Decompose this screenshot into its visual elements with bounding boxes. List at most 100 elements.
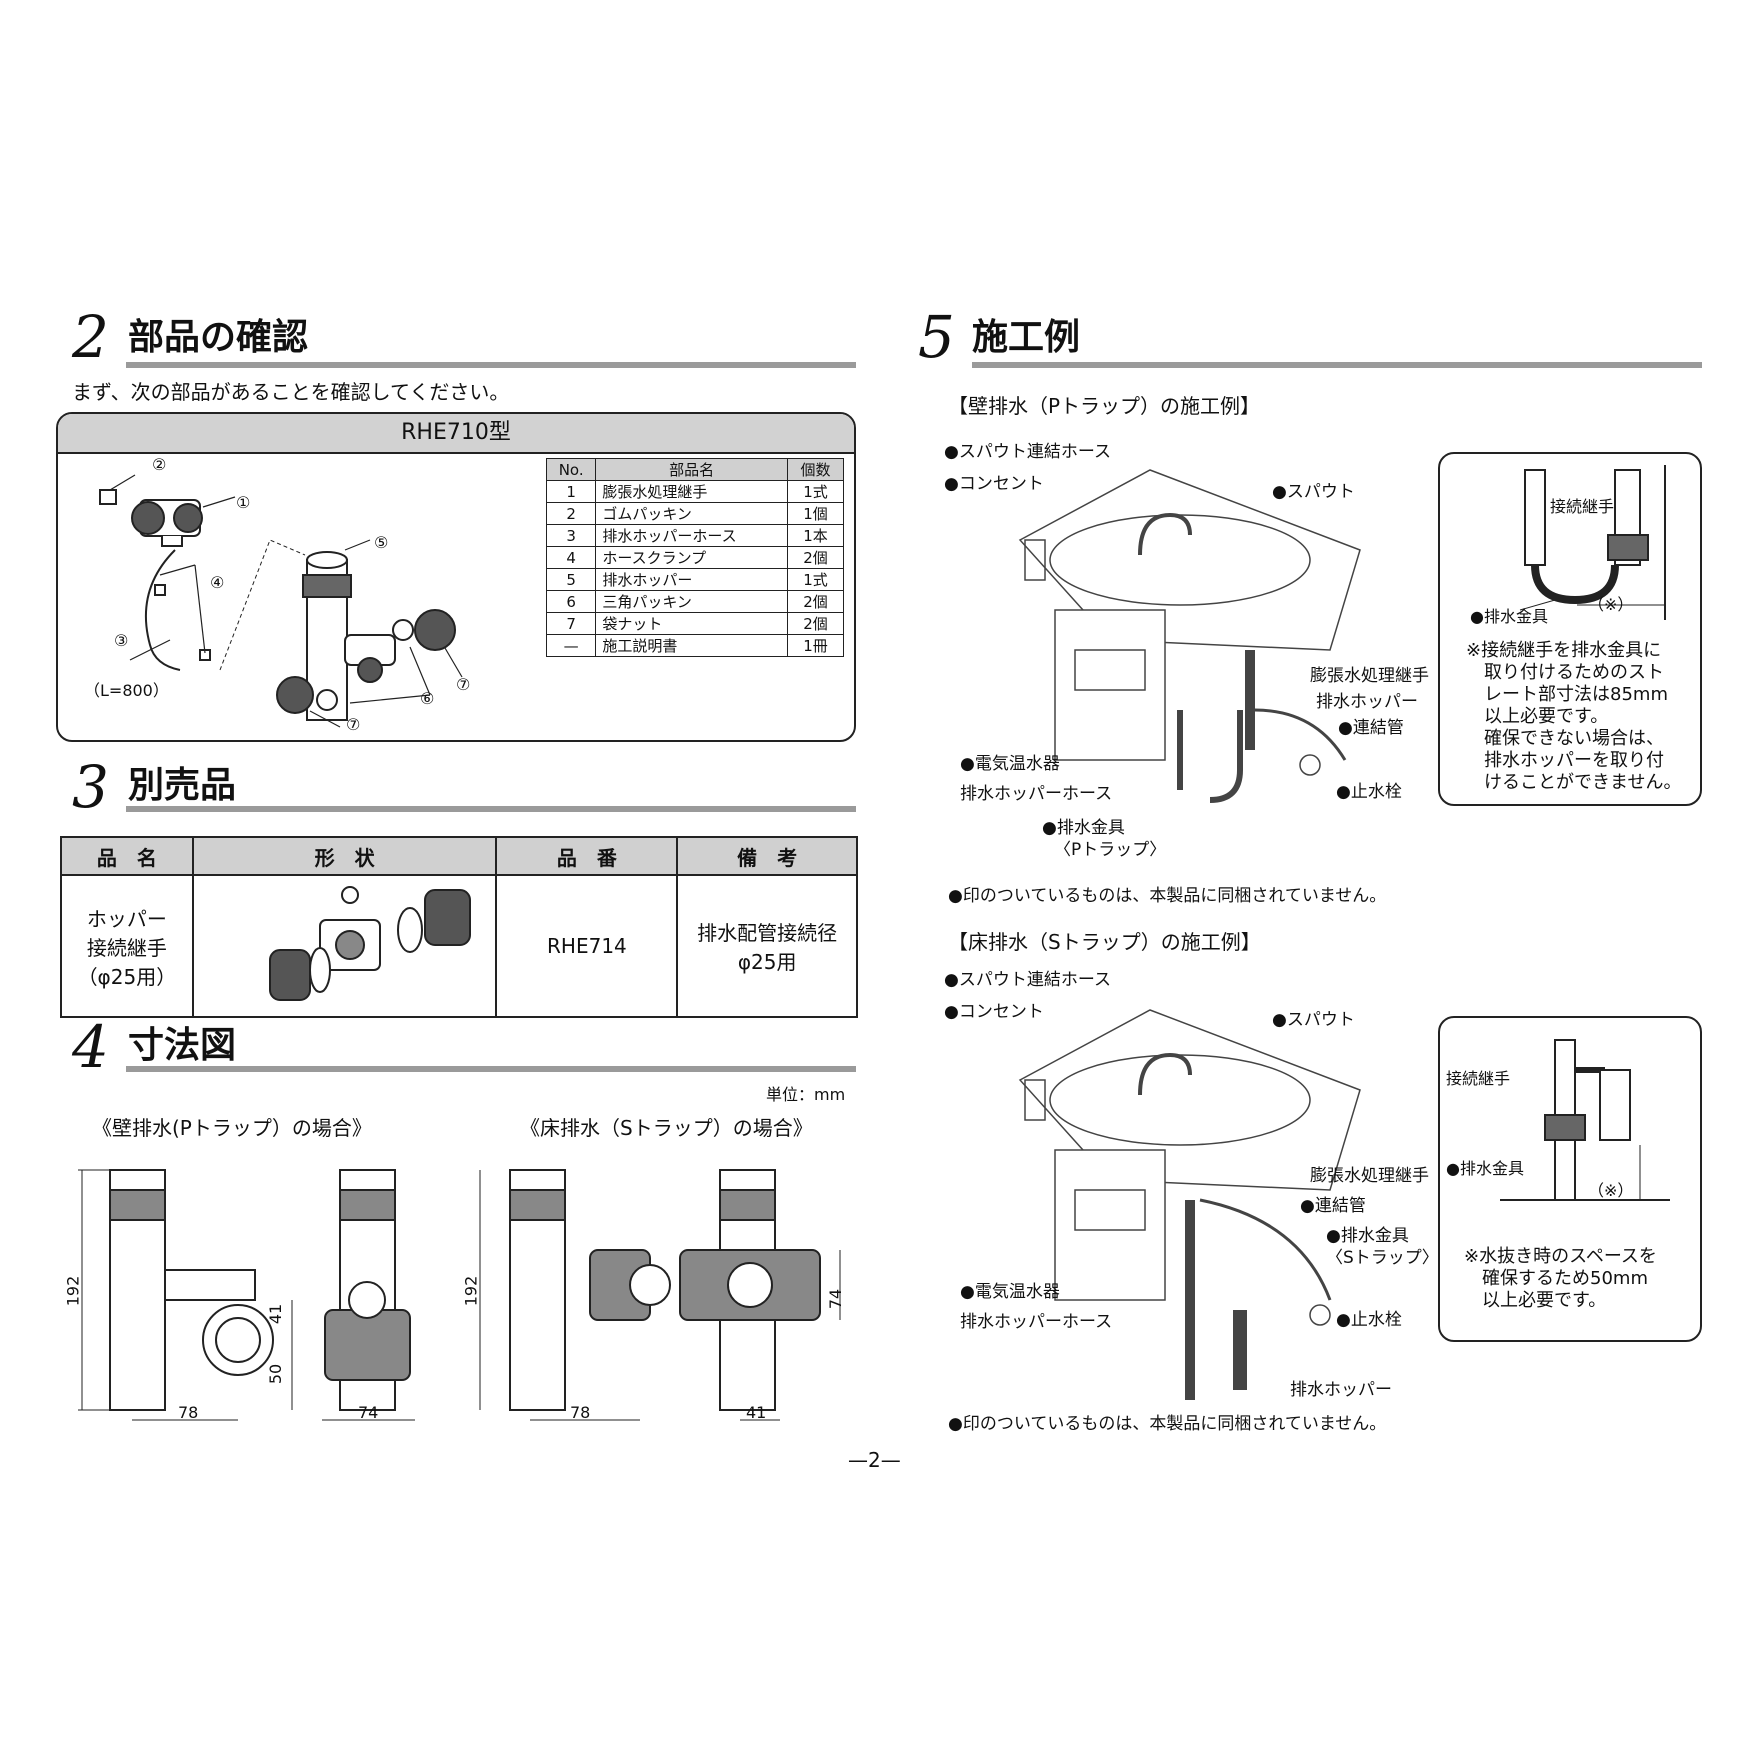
dim-74: 74 (358, 1403, 379, 1422)
table-cell: ゴムパッキン (595, 502, 788, 525)
callout-5: ⑤ (374, 533, 389, 552)
table-header-row: 品 名 形 状 品 番 備 考 (60, 836, 858, 876)
table-cell: 袋ナット (595, 612, 788, 635)
nut-shape (269, 949, 311, 1001)
s-label-pipe: ●連結管 (1300, 1196, 1366, 1216)
dimension-drawing (78, 1169, 841, 1421)
p-label-heater: ●電気温水器 (960, 754, 1060, 774)
section-rule (126, 1066, 856, 1072)
table-header: 個数 (787, 458, 844, 481)
product-name-line: ホッパー (86, 906, 167, 931)
p-label-spout: ●スパウト (1272, 482, 1355, 502)
p-label-stop: ●止水栓 (1336, 782, 1402, 802)
p-detail-note: ※接続継手を排水金具に 取り付けるためのスト レート部寸法は85mm 以上必要で… (1466, 640, 1681, 794)
table-cell: 3 (545, 524, 597, 547)
s-detail-mark: （※） (1588, 1181, 1634, 1200)
p-example-heading: 【壁排水（Pトラップ）の施工例】 (948, 394, 1261, 418)
p-label-trap: 〈Pトラップ〉 (1054, 840, 1167, 860)
table-cell: 1 (545, 480, 597, 503)
page-number: —2— (848, 1448, 901, 1472)
section-title: 寸法図 (128, 1025, 237, 1066)
dim-78: 78 (178, 1403, 199, 1422)
p-detail-drawing (1519, 465, 1666, 620)
callout-2: ② (152, 455, 167, 474)
table-cell: 7 (545, 612, 597, 635)
section-title: 施工例 (972, 317, 1081, 358)
note-line: レート部寸法は85mm (1484, 684, 1668, 705)
dim-74b: 74 (826, 1288, 846, 1310)
section-number: 2 (72, 303, 109, 371)
dim-192b: 192 (461, 1275, 481, 1307)
nut-shape (424, 889, 471, 946)
note-cell: 排水配管接続径 φ25用 (676, 874, 858, 1018)
s-detail-joint: 接続継手 (1446, 1069, 1511, 1088)
note-line: 排水配管接続径 (697, 921, 838, 945)
table-header-row: No. 部品名 個数 (545, 458, 844, 481)
section-title: 部品の確認 (128, 317, 309, 358)
section-number: 5 (918, 303, 955, 371)
spout-shape (1138, 1052, 1192, 1096)
s-label-hopper-hose: 排水ホッパーホース (960, 1312, 1113, 1332)
s-label-stop: ●止水栓 (1336, 1310, 1402, 1330)
dim-41b: 41 (746, 1403, 767, 1422)
s-trap-installation-drawing (1018, 1009, 1361, 1400)
table-header: 備 考 (676, 836, 858, 876)
section-rule (126, 362, 856, 368)
note-line: けることができません。 (1484, 772, 1682, 793)
rubber-packing-shape (99, 489, 117, 505)
water-heater-shape (1054, 609, 1166, 761)
note-line: 以上必要です。 (1484, 706, 1609, 727)
s-detail-note: ※水抜き時のスペースを 確保するため50mm 以上必要です。 (1464, 1246, 1657, 1312)
callout-4: ④ (210, 573, 225, 592)
hopper-joint-illustration (269, 886, 471, 1001)
table-header: No. (545, 458, 597, 481)
parts-box: RHE710型 (56, 412, 856, 742)
table-cell: 排水ホッパーホース (595, 524, 788, 547)
parts-illustration (99, 474, 463, 728)
table-cell: 5 (545, 568, 597, 591)
product-code-cell: RHE714 (495, 874, 679, 1018)
table-cell: 6 (545, 590, 597, 613)
p-label-pipe: ●連結管 (1338, 718, 1404, 738)
table-header: 部品名 (595, 458, 788, 481)
callout-1: ① (236, 493, 251, 512)
section-number: 4 (72, 1013, 109, 1081)
hose-shape (144, 549, 181, 671)
table-cell: 1本 (787, 524, 844, 547)
table-cell: 1冊 (787, 634, 844, 657)
callout-7b: ⑦ (346, 715, 361, 734)
table-cell: 4 (545, 546, 597, 569)
table-cell: 2個 (787, 590, 844, 613)
table-cell: — (545, 634, 597, 657)
callout-6: ⑥ (420, 689, 435, 708)
s-label-trap: 〈Sトラップ〉 (1326, 1248, 1439, 1268)
p-footnote: ●印のついているものは、本製品に同梱されていません。 (948, 886, 1387, 906)
note-line: 確保できない場合は、 (1484, 728, 1664, 749)
table-cell: 1式 (787, 480, 844, 503)
note-line: φ25用 (737, 950, 797, 974)
dim-50: 50 (266, 1363, 286, 1385)
s-label-outlet: ●コンセント (944, 1002, 1044, 1022)
table-cell: 2 (545, 502, 597, 525)
p-trap-installation-drawing (1018, 469, 1361, 803)
note-line: 以上必要です。 (1482, 1290, 1607, 1311)
model-title: RHE710型 (58, 414, 854, 454)
section-rule (972, 362, 1702, 368)
s-detail-drain: ●排水金具 (1446, 1159, 1524, 1178)
table-cell: 三角パッキン (595, 590, 788, 613)
note-line: 確保するため50mm (1482, 1268, 1648, 1289)
p-label-spout-hose: ●スパウト連結ホース (944, 442, 1111, 462)
p-detail-box (1438, 452, 1702, 806)
p-label-hopper: 排水ホッパー (1316, 692, 1418, 712)
s-detail-box (1438, 1016, 1702, 1342)
s-label-joint: 膨張水処理継手 (1310, 1166, 1429, 1186)
s-footnote: ●印のついているものは、本製品に同梱されていません。 (948, 1414, 1387, 1434)
section-number: 3 (72, 753, 109, 821)
table-cell: 排水ホッパー (595, 568, 788, 591)
